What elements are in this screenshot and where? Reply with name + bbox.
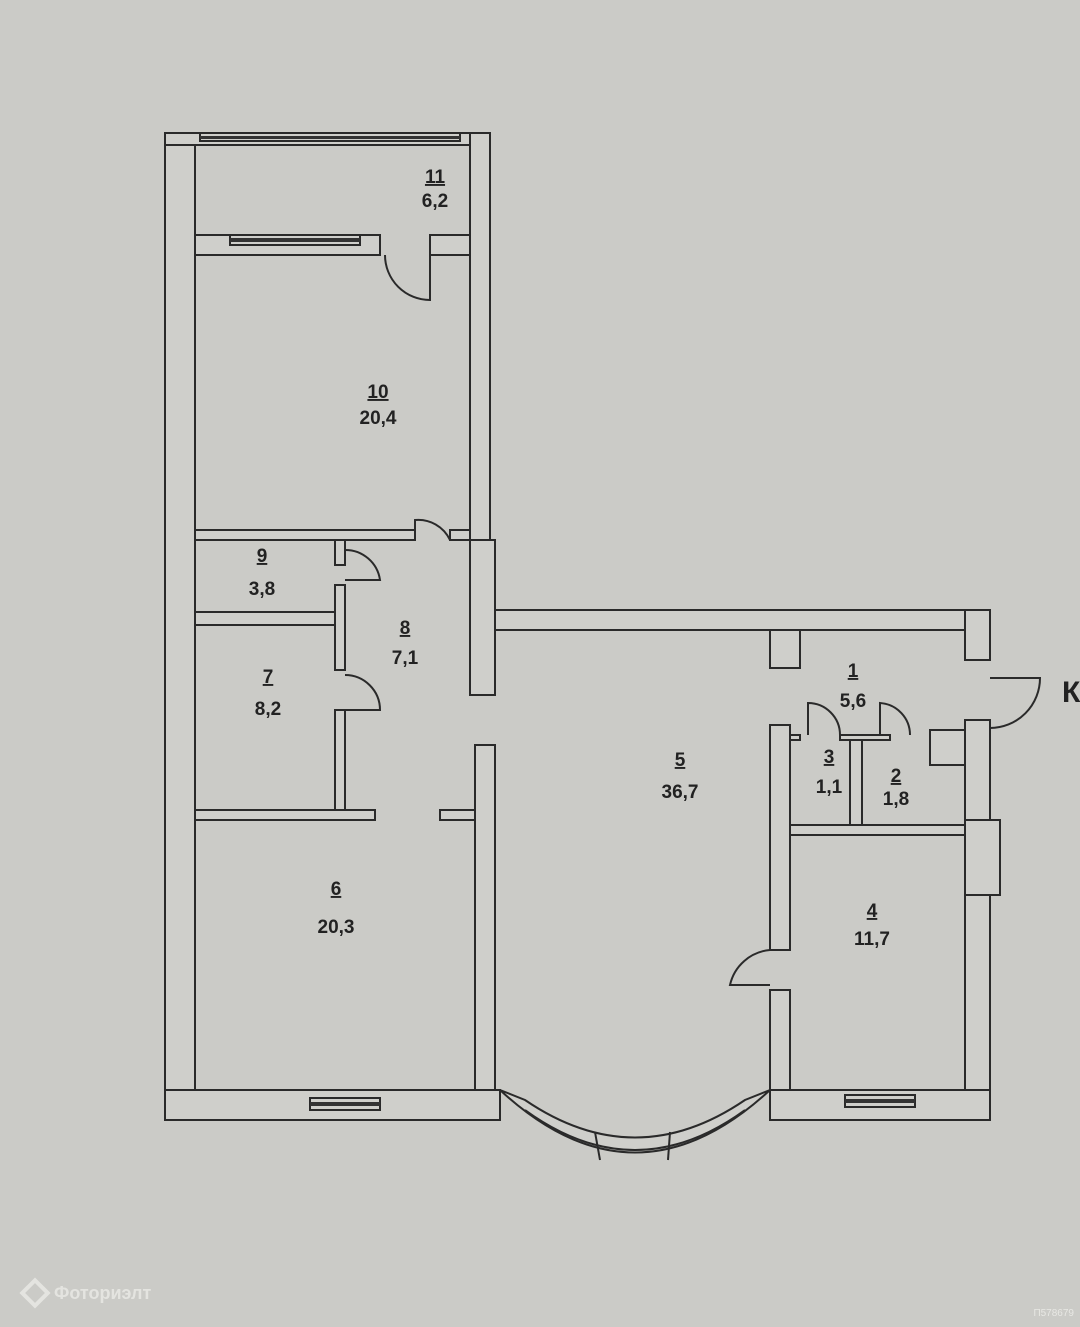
room-4-number: 4: [867, 901, 878, 922]
windows: [199, 132, 916, 1161]
room-8-area: 7,1: [392, 648, 419, 669]
room-5-area: 36,7: [662, 782, 699, 803]
room-labels: 11 6,2 10 20,4 9 3,8 8 7,1 7 8,2 6 20,3 …: [249, 167, 909, 950]
watermark: Фоториэлт: [19, 1277, 152, 1309]
room-1-area: 5,6: [840, 691, 866, 712]
room-1-number: 1: [848, 661, 859, 682]
room-9-area: 3,8: [249, 579, 275, 600]
room-11-area: 6,2: [422, 191, 448, 212]
watermark-logo-icon: [19, 1277, 51, 1309]
room-6-area: 20,3: [318, 917, 355, 938]
room-8-number: 8: [400, 618, 411, 639]
side-letter: К: [1062, 676, 1080, 709]
room-9-number: 9: [257, 546, 268, 567]
room-5-number: 5: [675, 750, 686, 771]
room-11-number: 11: [425, 167, 446, 188]
room-3-number: 3: [824, 747, 835, 768]
room-6-number: 6: [331, 879, 342, 900]
watermark-text: Фоториэлт: [54, 1282, 152, 1303]
room-7-area: 8,2: [255, 699, 281, 720]
walls: [164, 132, 1001, 1121]
room-4-area: 11,7: [854, 929, 890, 950]
doors: [344, 254, 1042, 986]
room-3-area: 1,1: [816, 777, 843, 798]
room-10-number: 10: [367, 382, 388, 403]
photo-code: П578679: [1033, 1308, 1074, 1319]
room-2-number: 2: [891, 766, 902, 787]
room-10-area: 20,4: [360, 408, 397, 429]
room-7-number: 7: [263, 667, 274, 688]
room-2-area: 1,8: [883, 789, 909, 810]
